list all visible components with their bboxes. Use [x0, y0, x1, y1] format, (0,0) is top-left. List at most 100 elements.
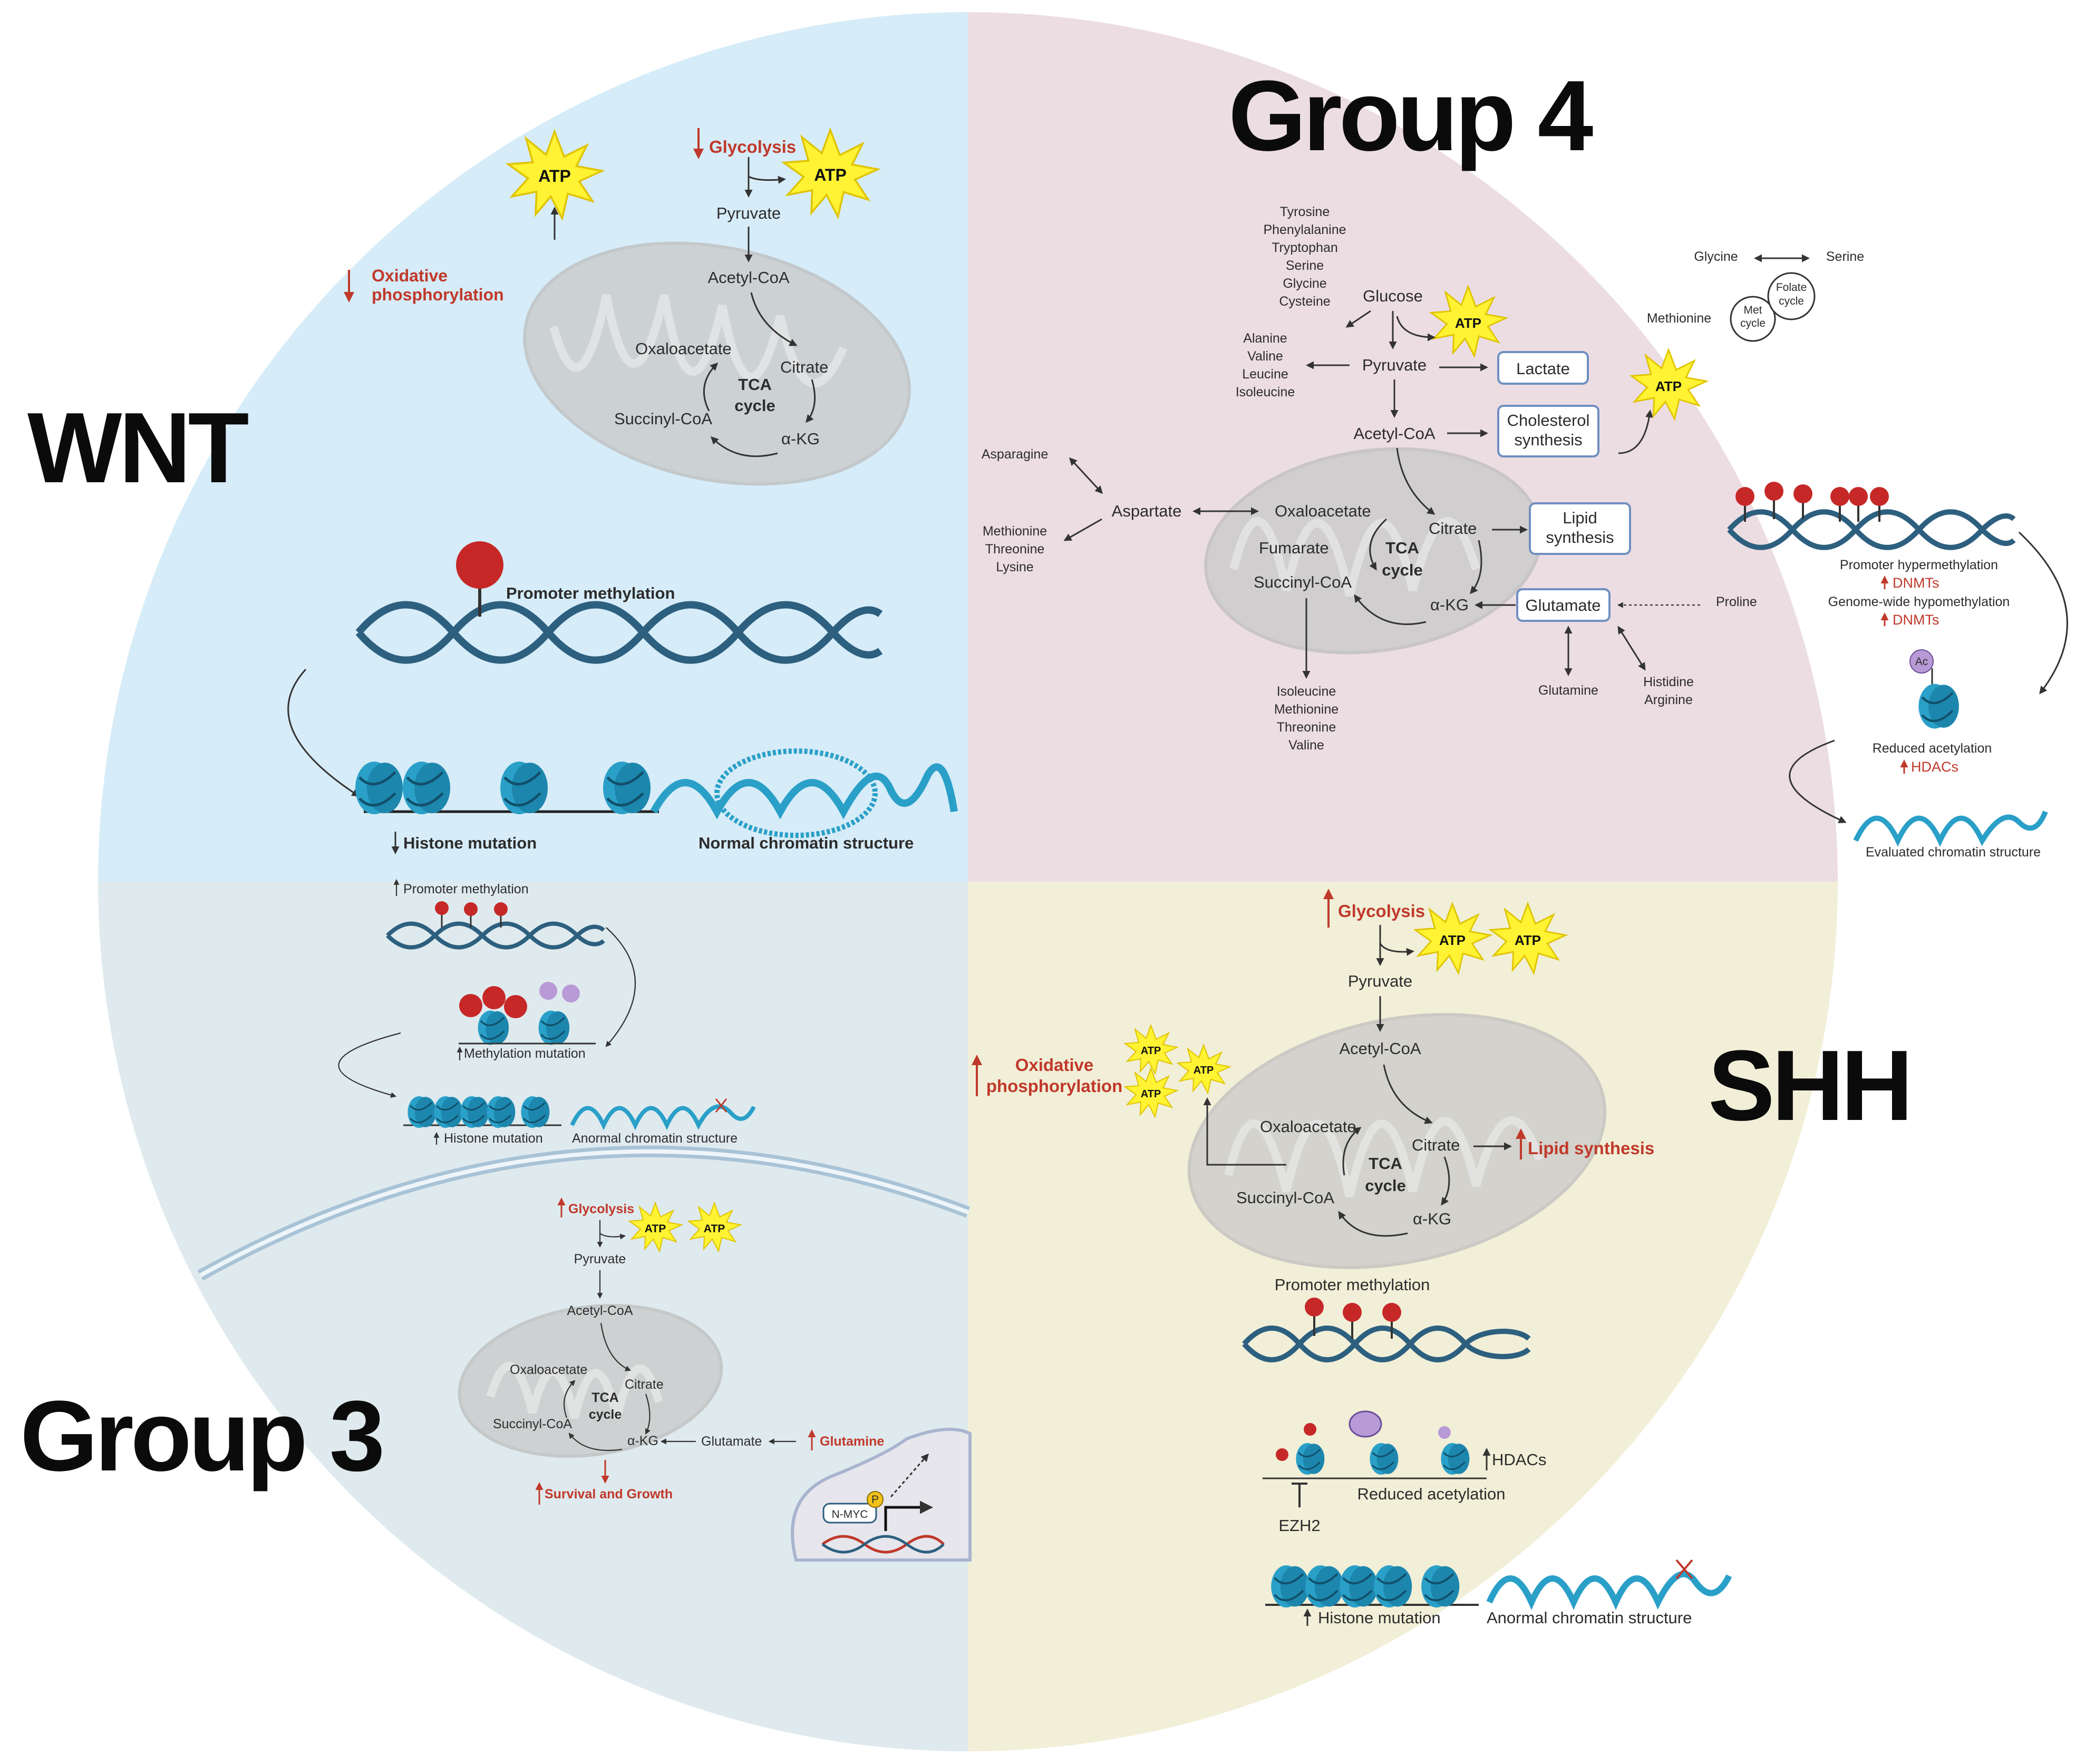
group4-methionine: Methionine [1647, 311, 1711, 326]
svg-text:Isoleucine: Isoleucine [1277, 684, 1336, 699]
group4-lactate-box [1497, 351, 1589, 385]
wnt-normal-chromatin: Normal chromatin structure [699, 834, 914, 852]
shh-tca-line2: cycle [1365, 1176, 1406, 1195]
group4-hdacs: HDACs [1911, 759, 1958, 775]
shh-chromatin-coil-icon [1486, 1559, 1732, 1610]
svg-text:Threonine: Threonine [985, 542, 1045, 557]
svg-text:Valine: Valine [1247, 349, 1283, 364]
shh-akg: α-KG [1413, 1210, 1451, 1228]
group4-succinyl-coa: Succinyl-CoA [1254, 573, 1352, 591]
shh-atp-label-4: ATP [1194, 1065, 1214, 1076]
group4-akg: α-KG [1430, 596, 1469, 614]
svg-text:Leucine: Leucine [1242, 367, 1288, 382]
group4-aspartate: Aspartate [1112, 502, 1182, 520]
group4-reduced-acetylation: Reduced acetylation [1873, 741, 1992, 756]
group3-survival: Survival and Growth [545, 1487, 673, 1502]
group3-tca-line1: TCA [591, 1390, 618, 1405]
shh-acetyl-coa: Acetyl-CoA [1339, 1039, 1421, 1058]
group3-glycolysis: Glycolysis [568, 1202, 634, 1216]
group4-acetyl-coa: Acetyl-CoA [1353, 424, 1435, 443]
wnt-chromatin-coil-icon [650, 748, 958, 838]
group3-dna-icon [386, 901, 605, 950]
svg-text:Arginine: Arginine [1644, 693, 1693, 707]
group4-nucleosome-icon [1918, 684, 1959, 729]
group3-glutamate: Glutamate [701, 1434, 762, 1449]
wnt-oxphos-line2: phosphorylation [372, 285, 504, 304]
shh-tca-line1: TCA [1369, 1154, 1402, 1173]
group4-cholesterol-box [1497, 405, 1599, 457]
group4-glucose: Glucose [1363, 287, 1423, 305]
group3-tca-line2: cycle [589, 1407, 622, 1422]
group4-dnmts-2: DNMTs [1893, 612, 1939, 628]
group4-met-line1: Met [1743, 304, 1762, 316]
group3-chromatin-coil-icon [570, 1098, 756, 1130]
group4-genome-hypo: Genome-wide hypomethylation [1828, 595, 2010, 609]
wnt-title: WNT [27, 392, 249, 504]
group4-lipid-box [1529, 502, 1631, 555]
wnt-acetyl-coa: Acetyl-CoA [707, 268, 789, 287]
shh-background [968, 882, 1838, 1751]
group4-title: Group 4 [1228, 60, 1593, 172]
group3-methylation-mutation: Methylation mutation [464, 1046, 586, 1061]
shh-promoter-methylation: Promoter methylation [1275, 1275, 1430, 1294]
group4-aa-list-1: Tyrosine Phenylalanine Tryptophan Serine… [1263, 204, 1346, 309]
group4-folate-line2: cycle [1779, 295, 1804, 307]
group3-mitochondrion-icon [458, 1304, 723, 1458]
group4-dna-icon [1727, 509, 2016, 550]
shh-citrate: Citrate [1412, 1136, 1460, 1154]
group4-cholesterol-line1: Cholesterol [1507, 411, 1590, 430]
group3-nmyc: N-MYC [832, 1508, 868, 1521]
svg-text:Methionine: Methionine [1274, 702, 1339, 717]
shh-histone-mutation: Histone mutation [1318, 1609, 1441, 1627]
group3-nucleosomes-icon [403, 1095, 561, 1129]
wnt-atp-label-1: ATP [538, 167, 571, 186]
wnt-glycolysis: Glycolysis [709, 137, 796, 157]
shh-atp-label-3: ATP [1141, 1045, 1161, 1057]
wnt-histone-mutation: Histone mutation [403, 834, 537, 852]
group4-aa-list-5: Isoleucine Methionine Threonine Valine [1274, 684, 1339, 753]
svg-text:Histidine: Histidine [1643, 675, 1694, 689]
group3-atp-label-2: ATP [704, 1223, 725, 1235]
shh-atp-label-5: ATP [1141, 1088, 1161, 1100]
group3-akg: α-KG [627, 1434, 658, 1448]
group4-cholesterol-line2: synthesis [1514, 431, 1582, 449]
wnt-methyl-icon [456, 541, 503, 589]
group4-tca-line1: TCA [1385, 539, 1419, 557]
shh-histone-mods-icon [1263, 1410, 1487, 1479]
wnt-tca-line1: TCA [738, 375, 772, 394]
group4-met-cycle-icon [1730, 296, 1776, 342]
wnt-dna-icon [355, 601, 883, 664]
group4-ac: Ac [1915, 656, 1928, 668]
shh-lipid-synthesis: Lipid synthesis [1528, 1138, 1654, 1158]
group3-promoter-methylation: Promoter methylation [403, 882, 529, 896]
wnt-succinyl-coa: Succinyl-CoA [614, 410, 712, 428]
shh-succinyl-coa: Succinyl-CoA [1236, 1188, 1334, 1207]
group4-met-line2: cycle [1740, 317, 1766, 329]
group4-evaluated-chromatin: Evaluated chromatin structure [1866, 845, 2041, 860]
svg-text:Glycine: Glycine [1283, 276, 1326, 291]
svg-text:Alanine: Alanine [1243, 331, 1287, 346]
group3-succinyl-coa: Succinyl-CoA [493, 1417, 572, 1431]
group3-abnormal-chromatin: Anormal chromatin structure [572, 1131, 738, 1146]
group3-glutamine: Glutamine [820, 1434, 884, 1449]
wnt-citrate: Citrate [780, 358, 828, 376]
group4-aa-list-3: Methionine Threonine Lysine [983, 524, 1047, 574]
shh-mitochondrion-icon [1187, 1013, 1607, 1269]
group4-aa-list-2: Alanine Valine Leucine Isoleucine [1236, 331, 1295, 399]
svg-text:Tyrosine: Tyrosine [1280, 204, 1330, 219]
shh-abnormal-chromatin: Anormal chromatin structure [1487, 1609, 1692, 1627]
group3-histone-mods-icon [459, 982, 596, 1046]
shh-atp-label-1: ATP [1439, 932, 1466, 948]
group3-phospho-icon [867, 1491, 884, 1508]
group4-fumarate: Fumarate [1259, 539, 1329, 557]
group4-citrate: Citrate [1429, 519, 1477, 538]
shh-oxaloacetate: Oxaloacetate [1260, 1117, 1356, 1136]
wnt-tca-line2: cycle [734, 396, 775, 415]
group4-aa-list-4: Histidine Arginine [1643, 675, 1694, 707]
group4-glutamine: Glutamine [1538, 683, 1598, 698]
wnt-akg: α-KG [781, 430, 820, 448]
group4-mitochondrion-icon [1204, 447, 1543, 655]
group4-chromatin-coil-icon [1853, 811, 2048, 847]
